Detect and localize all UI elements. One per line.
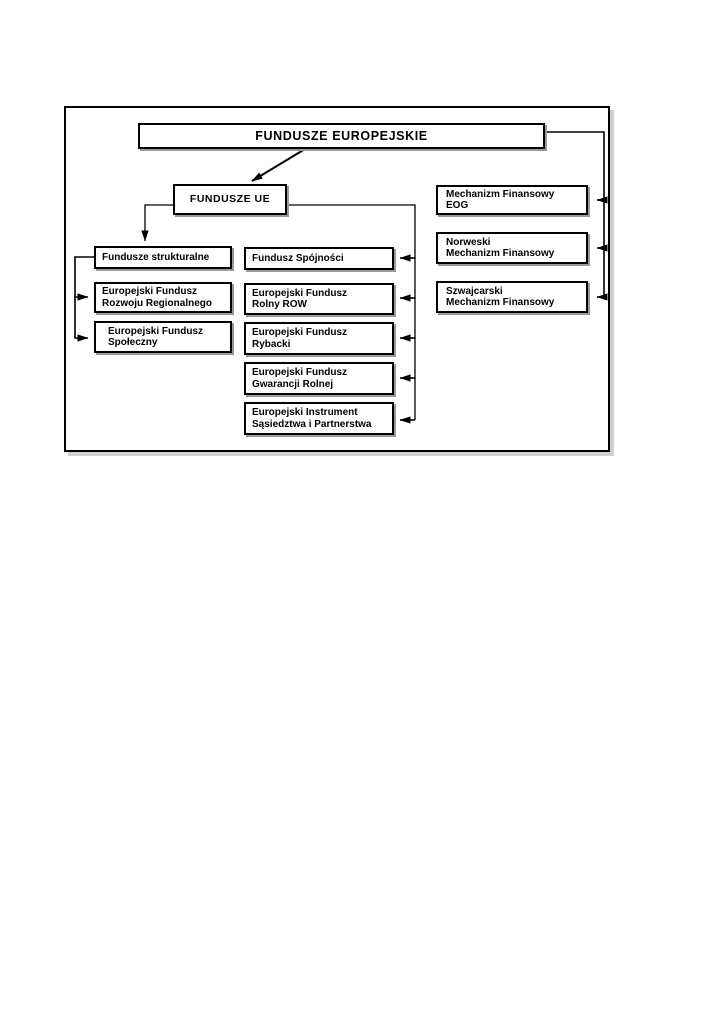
node-label-line1: Europejski Instrument (252, 407, 358, 419)
node-label-line1: Fundusze strukturalne (102, 251, 210, 263)
edge-root-to-ue (251, 148, 306, 182)
edge-ue-to-structural (141, 204, 173, 242)
node-mf-eog[interactable]: Mechanizm Finansowy EOG (436, 185, 588, 215)
node-fundusze-europejskie[interactable]: FUNDUSZE EUROPEJSKIE (138, 123, 545, 149)
node-label-line2: Mechanizm Finansowy (446, 248, 555, 259)
node-label-line1: Mechanizm Finansowy (446, 188, 555, 200)
node-fundusze-ue[interactable]: FUNDUSZE UE (173, 184, 287, 215)
node-label-line2: Sąsiedztwa i Partnerstwa (252, 418, 372, 430)
node-label-line1: Europejski Fundusz (108, 325, 204, 337)
node-label: FUNDUSZE EUROPEJSKIE (255, 129, 428, 143)
node-label-line2: EOG (446, 200, 469, 211)
node-label-line1: Europejski Fundusz (252, 287, 348, 299)
node-label-line2: Rybacki (252, 338, 291, 350)
node-label-line1: Szwajcarski (446, 285, 503, 297)
node-szwajcarski-mf[interactable]: Szwajcarski Mechanizm Finansowy (436, 281, 588, 313)
node-label-line2: Rozwoju Regionalnego (102, 297, 212, 309)
node-label-line1: Europejski Fundusz (252, 367, 348, 379)
node-fundusze-strukturalne[interactable]: Fundusze strukturalne (94, 246, 232, 269)
node-norweski-mf[interactable]: Norweski Mechanizm Finansowy (436, 232, 588, 264)
node-label-line2: Mechanizm Finansowy (446, 297, 555, 308)
node-ef-rybacki[interactable]: Europejski Fundusz Rybacki (244, 322, 394, 355)
diagram-frame: FUNDUSZE EUROPEJSKIE FUNDUSZE UE Fundusz… (64, 106, 610, 452)
node-ef-gwarancji-rolnej[interactable]: Europejski Fundusz Gwarancji Rolnej (244, 362, 394, 395)
node-efr-row[interactable]: Europejski Fundusz Rolny ROW (244, 283, 394, 315)
node-label-line2: Gwarancji Rolnej (252, 378, 334, 390)
node-label-line2: Społeczny (108, 337, 158, 348)
node-efrr[interactable]: Europejski Fundusz Rozwoju Regionalnego (94, 282, 232, 313)
node-label-line2: Rolny ROW (252, 299, 307, 310)
node-label-line1: Europejski Fundusz (252, 327, 348, 339)
node-fundusz-spojnosci[interactable]: Fundusz Spójności (244, 247, 394, 270)
node-label-line1: Norweski (446, 236, 491, 248)
node-label: FUNDUSZE UE (189, 192, 271, 205)
node-efs[interactable]: Europejski Fundusz Społeczny (94, 321, 232, 353)
edge-structural-to-children (74, 256, 94, 342)
node-ei-sasiedztwa[interactable]: Europejski Instrument Sąsiedztwa i Partn… (244, 402, 394, 435)
node-label-line1: Europejski Fundusz (102, 286, 198, 298)
node-label-line1: Fundusz Spójności (252, 252, 344, 264)
